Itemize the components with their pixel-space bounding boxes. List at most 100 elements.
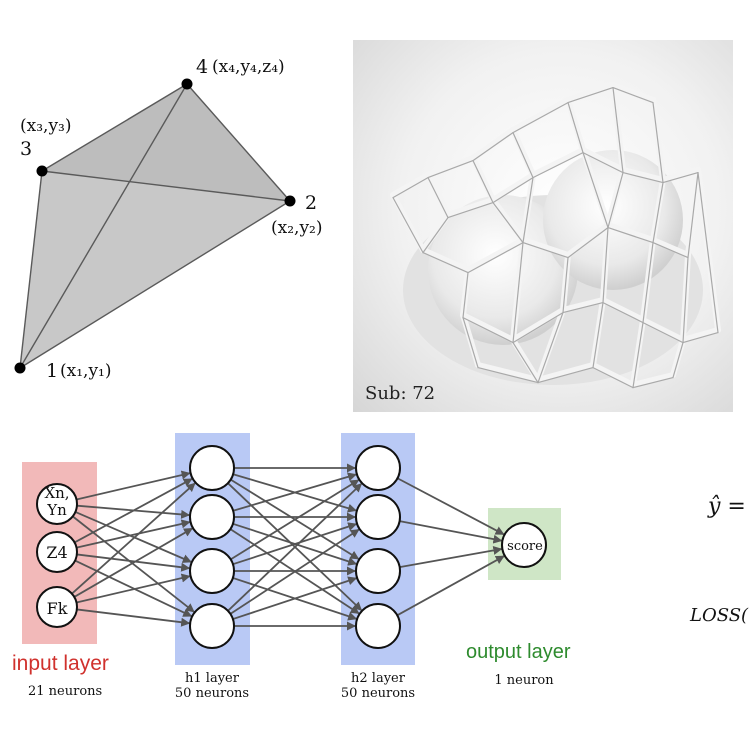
lattice-strut [535, 307, 566, 383]
lattice-strut [510, 337, 541, 383]
lattice-strut-edge [567, 227, 609, 259]
lattice-strut-edge [612, 86, 624, 174]
lattice-strut [605, 222, 656, 243]
neural-network-diagram: Xn, Yn Z4 Fk score input layer 21 neuron… [12, 433, 571, 701]
arrow-h1-2-h2-0 [230, 479, 360, 561]
lattice-strut [470, 127, 516, 161]
arrow-input-2-h1-1 [73, 527, 193, 598]
lattice-strut [660, 167, 701, 183]
lattice-strut-edge [522, 177, 534, 244]
vertex-coord-1: (x₁,y₁) [60, 361, 112, 381]
lattice-strut-edge [492, 202, 524, 244]
lattice-strut-edge [652, 242, 689, 259]
input-neuron-2 [36, 586, 78, 628]
arrow-h2-0-output [397, 477, 505, 536]
vertex-coord-2: (x₂,y₂) [271, 218, 323, 238]
lattice-strut [530, 147, 586, 178]
lattice-strut-edge [512, 242, 524, 344]
lattice-strut-edge [512, 342, 539, 384]
lattice-strut [475, 362, 541, 383]
edge-3-2 [41, 170, 291, 202]
h1-neuron-1 [189, 494, 235, 540]
lattice-strut-edge [392, 177, 429, 199]
input-node-label-f: Fk [47, 599, 68, 618]
lattice-strut-edge [632, 322, 644, 389]
lattice-strut-edge [472, 131, 514, 162]
vertex-point-3 [36, 165, 48, 177]
vertex-point-2 [284, 195, 296, 207]
h1-neuron-3 [189, 603, 235, 649]
lattice-strut [510, 97, 571, 133]
arrow-input-0-h1-2 [75, 511, 192, 563]
lattice-strut-edge [477, 367, 539, 384]
arrow-input-2-h1-3 [76, 608, 191, 627]
lattice-strut [420, 247, 471, 273]
lattice-strut [610, 82, 656, 103]
lattice-strut [520, 237, 571, 258]
lattice-strut-edge [512, 312, 564, 344]
lattice-strut [490, 172, 536, 203]
lattice-strut-edge [652, 182, 664, 244]
lattice-strut-edge [602, 227, 609, 304]
arrow-input-1-h1-1 [76, 519, 191, 549]
output-layer-subtitle: 1 neuron [494, 673, 554, 688]
lattice-strut-edge [567, 86, 614, 104]
lattice-strut [565, 97, 586, 153]
h2-layer-subtitle: 50 neurons [341, 686, 415, 701]
arrow-h2-2-output [399, 546, 503, 569]
h1-layer-title: h1 layer [185, 671, 240, 686]
arrow-input-1-h1-3 [74, 559, 193, 617]
lattice-strut [630, 372, 676, 388]
vertex-label-2: 2 [305, 192, 317, 214]
lattice-strut-edge [672, 342, 684, 379]
lattice-strut [680, 327, 721, 343]
lattice-strut-edge [392, 197, 424, 254]
h1-neuron-2 [189, 548, 235, 594]
lattice-strut [460, 312, 516, 343]
vertex-point-1 [14, 362, 26, 374]
arrow-input-1-h1-2 [76, 553, 191, 572]
lattice-strut [390, 192, 426, 253]
lattice-strut [590, 362, 636, 388]
lattice-strut [460, 312, 481, 368]
lattice-strut-edge [512, 131, 534, 179]
lattice-strut-edge [642, 242, 654, 324]
input-node-label-z: Z4 [46, 543, 67, 562]
lattice-strut [560, 297, 606, 313]
equation-loss: LOSS( [690, 605, 749, 626]
lattice-strut [580, 147, 611, 228]
edge-1-3 [19, 170, 43, 369]
lattice-strut-edge [512, 101, 569, 134]
lattice-strut [620, 167, 666, 183]
arrow-h1-3-h2-0 [227, 483, 363, 612]
lattice-strut [465, 237, 526, 273]
edge-1-4 [19, 83, 188, 369]
lattice-strut-edge [582, 151, 609, 229]
output-neuron [501, 522, 547, 568]
lattice-strut-edge [422, 217, 449, 254]
lattice-strut-edge [462, 272, 469, 319]
arrow-input-2-h1-0 [71, 482, 196, 595]
lattice-strut-edge [592, 302, 604, 369]
lattice-strut-edge [537, 312, 564, 384]
lattice-strut-edge [652, 101, 664, 184]
vertex-label-3: 3 [20, 138, 32, 160]
lattice-strut-edge [697, 172, 719, 334]
render-caption: Sub: 72 [365, 383, 436, 404]
lattice-strut-edge [607, 227, 654, 244]
input-layer-title: input layer [12, 652, 109, 675]
lattice-strut [390, 172, 431, 198]
input-neuron-1 [36, 531, 78, 573]
lattice-strut [510, 127, 536, 178]
input-layer-subtitle: 21 neurons [28, 684, 102, 699]
lattice-strut-edge [622, 172, 664, 184]
lattice-strut-edge [462, 317, 479, 369]
h1-neuron-0 [189, 445, 235, 491]
neuron-nodes [36, 445, 547, 649]
lattice-strut-edge [422, 252, 469, 274]
lattice-strut-edge [492, 177, 534, 204]
lattice-strut-edge [562, 302, 604, 314]
edge-4-2 [186, 83, 291, 202]
lattice-strut [600, 297, 646, 323]
